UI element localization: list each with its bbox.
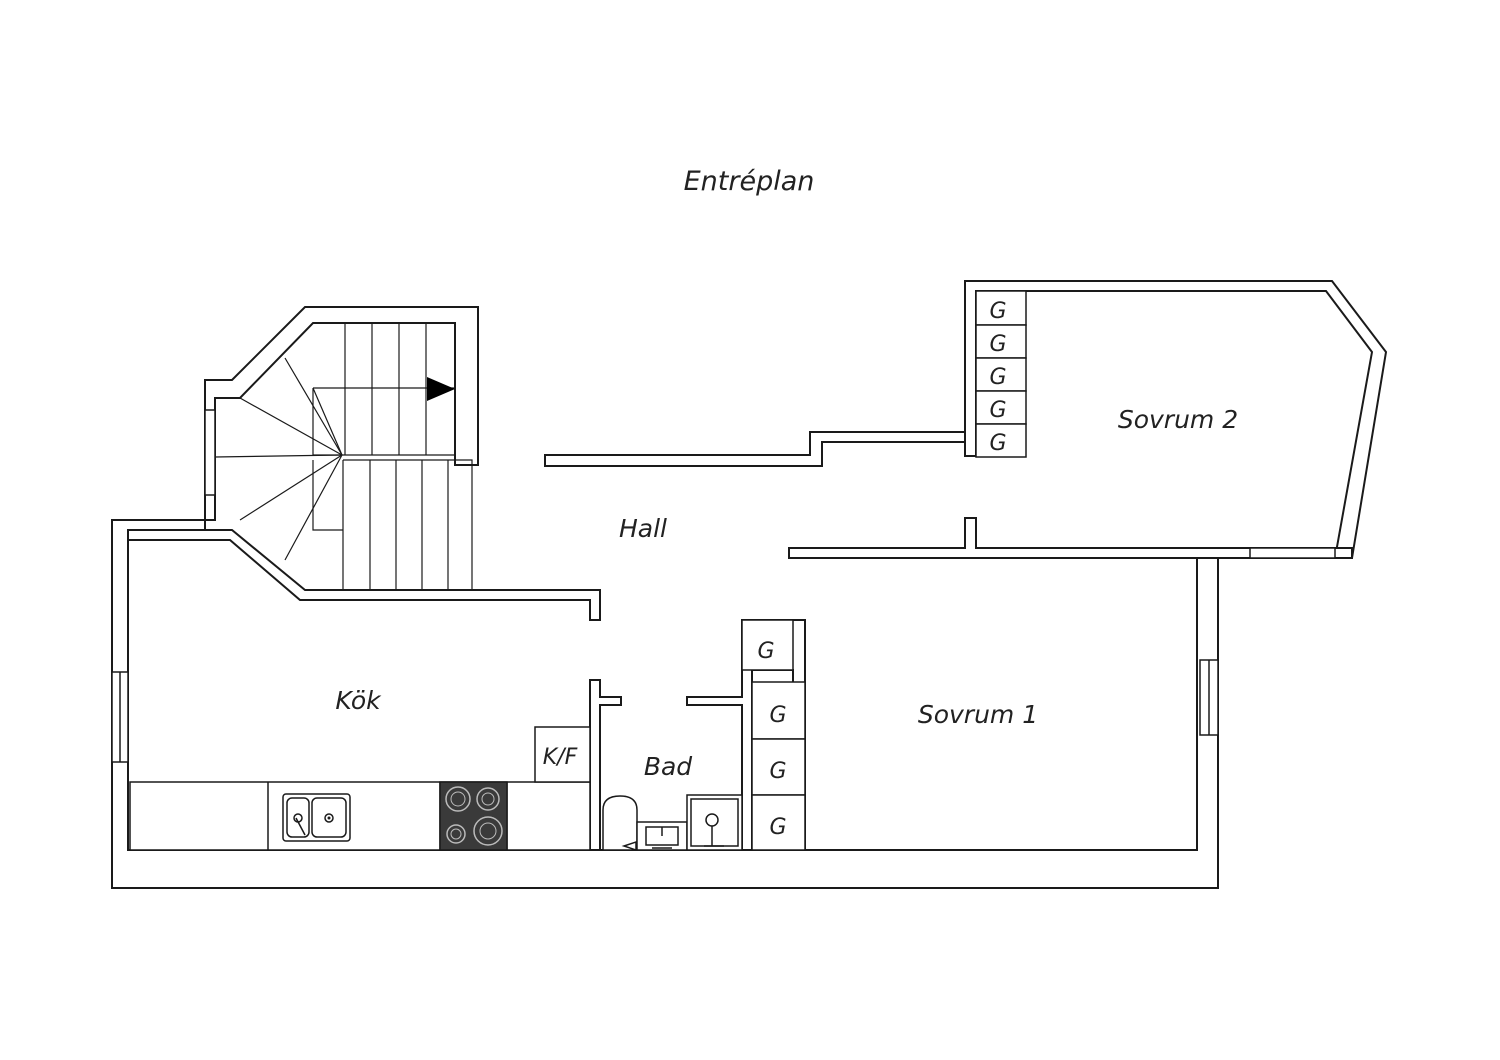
wardrobe — [975, 290, 1027, 326]
shower-icon — [686, 794, 743, 851]
bedroom1-wardrobes: G G G G — [741, 619, 806, 851]
room-label-bedroom1: Sovrum 1 — [918, 700, 1038, 729]
fridge-freezer — [534, 726, 591, 783]
room-label-bedroom2: Sovrum 2 — [1118, 405, 1238, 434]
wardrobe-label: G — [989, 365, 1006, 390]
wardrobe-label: G — [769, 759, 786, 784]
wardrobe — [751, 794, 806, 851]
stair-direction-arrow-icon — [427, 377, 455, 401]
wardrobe-label: G — [989, 431, 1006, 456]
wardrobe-label: G — [989, 332, 1006, 357]
bedroom2-wardrobes: G G G G G — [975, 290, 1027, 458]
wardrobe — [751, 738, 806, 796]
wardrobe-label: G — [989, 398, 1006, 423]
wardrobe-label: G — [989, 299, 1006, 324]
outer-walls — [111, 280, 1388, 889]
toilet-icon — [602, 795, 638, 851]
room-labels: Hall Kök Bad Sovrum 1 Sovrum 2 — [335, 405, 1238, 781]
wardrobe — [975, 357, 1027, 392]
kitchen-counter: K/F — [129, 726, 591, 851]
wardrobe-label: G — [757, 639, 774, 664]
wardrobe — [741, 619, 794, 671]
fridge-label: K/F — [543, 745, 578, 770]
staircase — [214, 323, 473, 590]
plan-title: Entréplan — [684, 166, 815, 197]
wardrobe-label: G — [769, 703, 786, 728]
room-label-kitchen: Kök — [335, 686, 382, 715]
room-label-bath: Bad — [644, 752, 692, 781]
cooktop-icon — [439, 781, 508, 851]
bathroom-fixtures — [602, 794, 743, 852]
wardrobe — [751, 681, 806, 740]
washbasin-icon — [621, 821, 688, 852]
window-stair — [204, 409, 216, 496]
windows — [111, 409, 1336, 763]
wardrobe — [975, 423, 1027, 458]
wardrobe — [975, 390, 1027, 425]
window-bedroom2 — [1249, 547, 1336, 559]
wardrobe-label: G — [769, 815, 786, 840]
room-label-hall: Hall — [619, 514, 667, 543]
sink-icon — [282, 793, 351, 842]
